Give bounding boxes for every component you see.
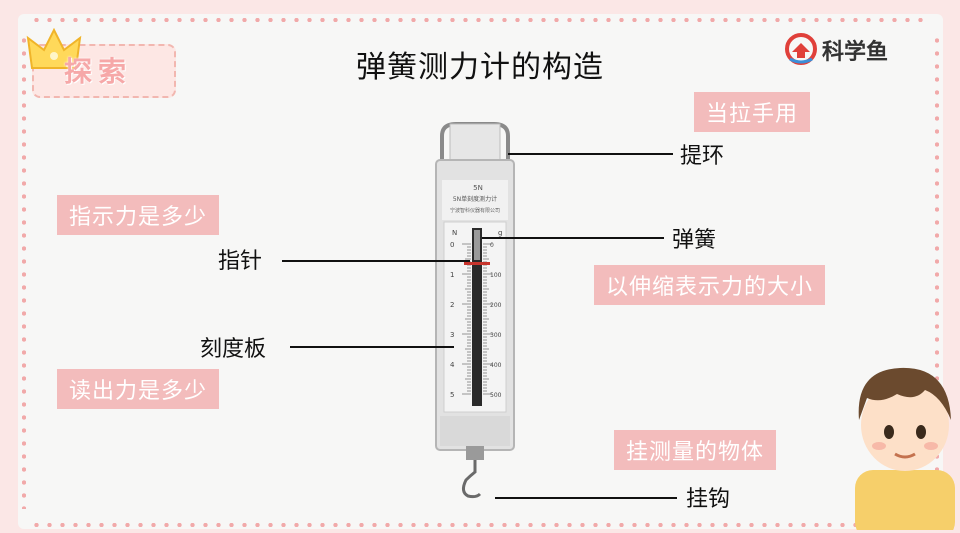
left-tick-label: 3 [450, 331, 454, 339]
right-tick-label: 0 [490, 242, 494, 249]
note-spring: 以伸缩表示力的大小 [594, 265, 826, 305]
left-tick-labels: 0 1 2 3 4 5 [450, 241, 455, 399]
unit-left: N [452, 229, 457, 237]
meter-maker: 宁波智科仪器有限公司 [450, 207, 500, 214]
leader-scale [290, 346, 454, 348]
right-tick-label: 500 [490, 392, 502, 399]
right-tick-labels: 0 100 200 300 400 500 [490, 242, 502, 399]
right-tick-label: 400 [490, 362, 502, 369]
note-hook: 挂测量的物体 [614, 430, 777, 470]
brand-name: 科学鱼 [822, 40, 889, 65]
note-scale: 读出力是多少 [57, 369, 220, 409]
right-tick-label: 300 [490, 332, 502, 339]
hook [461, 460, 482, 499]
leader-hook [495, 497, 677, 499]
left-tick-label: 2 [450, 301, 454, 309]
badge-label: 探索 [64, 55, 133, 88]
dot-border-top [30, 18, 931, 22]
cartoon-boy [855, 367, 955, 530]
page-title: 弹簧测力计的构造 [356, 50, 604, 85]
label-ring: 提环 [680, 144, 725, 169]
dot-border-left [22, 34, 26, 509]
brand-logo: 科学鱼 [784, 30, 924, 65]
right-tick-label: 200 [490, 302, 502, 309]
note-ring: 当拉手用 [694, 92, 811, 132]
leader-spring [482, 237, 664, 239]
tick-marks [462, 243, 492, 395]
explore-badge: 探索 [26, 28, 176, 98]
right-tick-label: 100 [490, 272, 502, 279]
crown-icon [26, 28, 82, 69]
dot-border-bottom [30, 523, 931, 527]
meter-subtitle: 5N单刻度测力计 [453, 195, 497, 203]
label-spring: 弹簧 [672, 228, 717, 253]
label-scale: 刻度板 [200, 337, 267, 362]
leader-ring [508, 153, 673, 155]
left-tick-label: 0 [450, 241, 454, 249]
spring-slot [472, 228, 482, 406]
label-pointer: 指针 [218, 249, 263, 274]
pointer-mark [464, 262, 490, 265]
dot-border-right [935, 34, 939, 509]
label-hook: 挂钩 [686, 487, 731, 512]
spring-coil [474, 230, 480, 260]
leader-pointer [282, 260, 470, 262]
note-pointer: 指示力是多少 [57, 195, 220, 235]
left-tick-label: 1 [450, 271, 454, 279]
left-tick-label: 4 [450, 361, 455, 369]
left-tick-label: 5 [450, 391, 454, 399]
fish-house-icon [785, 33, 817, 65]
unit-right: g [498, 229, 502, 237]
meter-model: 5N [473, 184, 483, 192]
spring-scale: 5N 5N单刻度测力计 宁波智科仪器有限公司 N g 0 1 2 3 4 5 0 100 20… [435, 122, 515, 499]
